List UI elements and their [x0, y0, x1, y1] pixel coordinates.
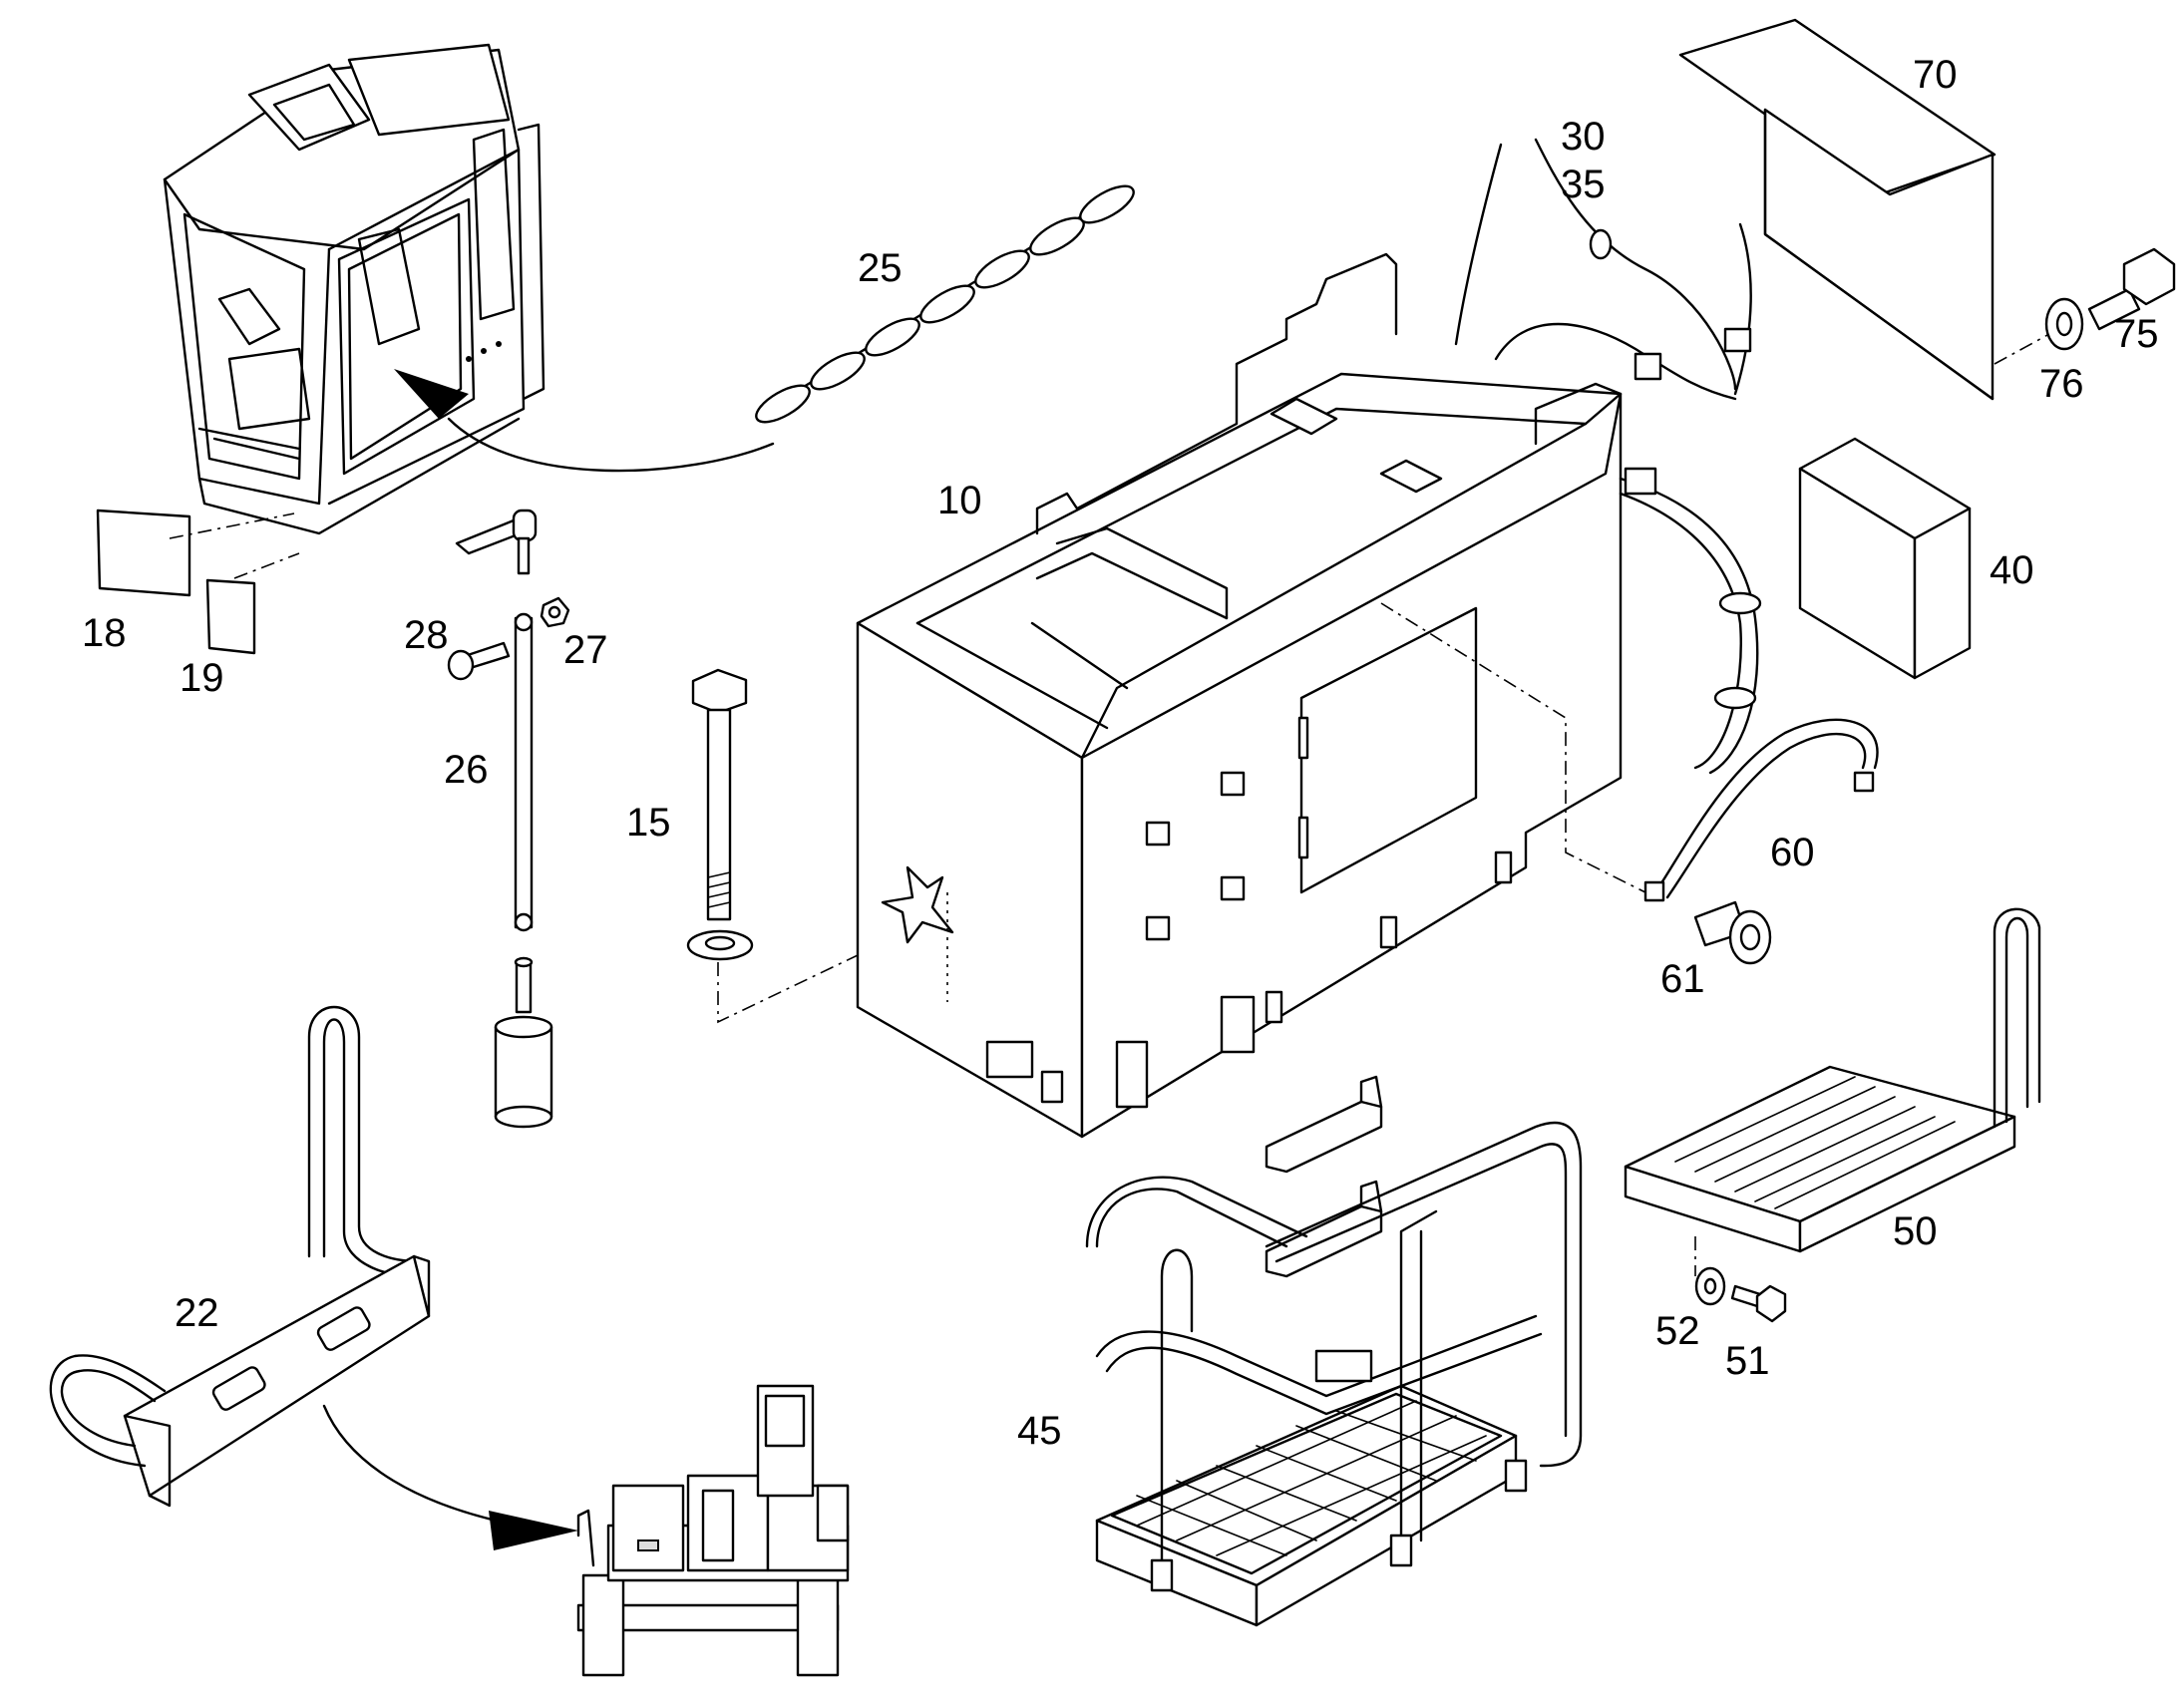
callout-61: 61 [1660, 957, 1705, 1001]
arrow-head-icon-2 [489, 1511, 578, 1550]
callout-18: 18 [82, 611, 127, 655]
bracket-60 [1643, 718, 1879, 902]
excavator-view [576, 1384, 850, 1677]
grip-lower [1265, 1180, 1383, 1278]
callout-25: 25 [858, 246, 903, 290]
callout-40: 40 [1990, 548, 2034, 592]
washer-52 [1694, 1266, 1726, 1306]
callout-28: 28 [404, 613, 449, 657]
handrail-location-arrow [322, 1404, 521, 1528]
step-50 [1624, 907, 2041, 1253]
callout-26: 26 [444, 748, 489, 792]
wire-harness-30-35 [1454, 138, 1762, 775]
bolt-28 [447, 641, 511, 681]
callout-35: 35 [1561, 163, 1606, 206]
bolt-75 [2087, 247, 2176, 331]
nut-27 [540, 596, 570, 628]
grip-upper [1265, 1075, 1383, 1174]
chain-25 [755, 184, 1135, 424]
callout-45: 45 [1017, 1409, 1062, 1453]
callout-76: 76 [2039, 362, 2084, 406]
bolt-51 [1730, 1284, 1787, 1323]
washer-76 [2044, 297, 2084, 351]
callout-22: 22 [175, 1291, 219, 1335]
callout-75: 75 [2114, 312, 2159, 356]
callout-70: 70 [1913, 53, 1958, 97]
callout-52: 52 [1655, 1309, 1700, 1353]
box-40 [1798, 437, 1972, 680]
cover-70 [1678, 18, 1997, 401]
arrow-head-icon [394, 369, 469, 419]
callout-15: 15 [626, 801, 671, 845]
bolt-61 [1693, 900, 1772, 965]
callout-30: 30 [1561, 115, 1606, 159]
plate-19 [205, 578, 256, 655]
callout-10: 10 [937, 479, 982, 522]
pin-assembly-26 [455, 509, 553, 1129]
platform-45 [1085, 1121, 1583, 1627]
callout-51: 51 [1725, 1339, 1770, 1383]
bolt-15 [686, 668, 754, 961]
main-box-10 [856, 252, 1623, 1139]
chain-location-arrow [447, 417, 775, 473]
plate-18 [96, 509, 191, 597]
callout-60: 60 [1770, 831, 1815, 874]
callout-19: 19 [180, 656, 224, 700]
callout-27: 27 [563, 628, 608, 672]
callout-50: 50 [1893, 1209, 1938, 1253]
handrail-22 [49, 1005, 431, 1508]
operator-cab [163, 43, 545, 535]
